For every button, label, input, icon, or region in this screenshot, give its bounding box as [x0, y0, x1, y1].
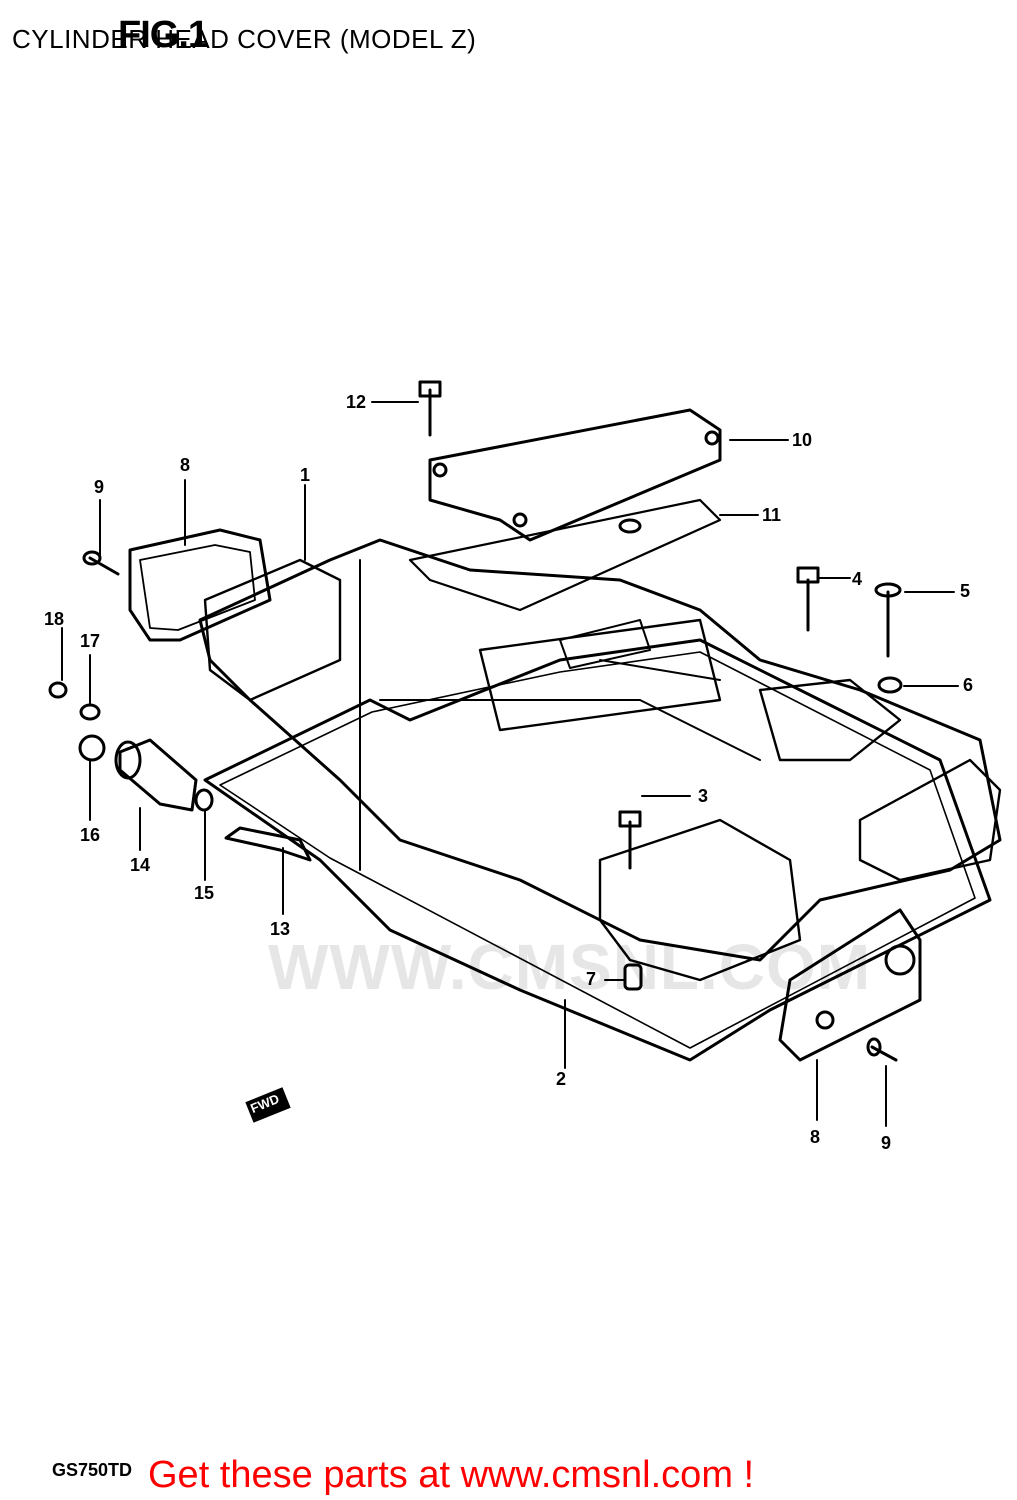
- callout-6: 6: [963, 675, 974, 695]
- inspection-cover: [428, 408, 722, 542]
- model-code: GS750TD: [52, 1460, 133, 1480]
- breather-pipe-13: [224, 826, 312, 862]
- callout-14: 14: [130, 855, 151, 875]
- cylinder-head-cover: [198, 538, 1002, 962]
- inspection-gasket: [408, 498, 722, 612]
- diagram-title: CYLINDER HEAD COVER (MODEL Z): [12, 24, 477, 54]
- callout-3: 3: [698, 786, 709, 806]
- callout-5: 5: [960, 581, 971, 601]
- end-cap-right: [778, 908, 922, 1062]
- watermark: WWW.CMSNL.COM: [268, 931, 872, 1003]
- callout-8-left: 8: [180, 455, 191, 475]
- callout-17: 17: [80, 631, 101, 651]
- head-cover-gasket-inner: [219, 651, 976, 1049]
- end-cap-left: [128, 528, 272, 642]
- washer-6: [877, 676, 903, 694]
- promo-link[interactable]: Get these parts at www.cmsnl.com !: [148, 1454, 755, 1496]
- oring-15: [194, 788, 214, 812]
- screw-9-left: [88, 556, 120, 576]
- callout-2: 2: [556, 1069, 567, 1089]
- callout-12: 12: [346, 392, 367, 412]
- seal-16: [78, 734, 106, 762]
- callout-16: 16: [80, 825, 101, 845]
- head-cover-gasket: [203, 638, 992, 1062]
- callout-4: 4: [852, 569, 863, 589]
- callout-9-right: 9: [881, 1133, 892, 1153]
- callout-7: 7: [586, 969, 597, 989]
- callout-10: 10: [792, 430, 813, 450]
- screw-9-right: [870, 1045, 898, 1062]
- callout-13: 13: [270, 919, 291, 939]
- callout-8-right: 8: [810, 1127, 821, 1147]
- callout-9-left: 9: [94, 477, 105, 497]
- callout-18: 18: [44, 609, 65, 629]
- washer-17: [79, 703, 101, 721]
- dowel-7: [623, 963, 643, 991]
- callout-15: 15: [194, 883, 215, 903]
- screw-18: [48, 681, 68, 699]
- callout-1: 1: [300, 465, 311, 485]
- figure-label: FIG.1: [118, 14, 209, 56]
- callout-11: 11: [762, 505, 782, 525]
- tachometer-gear-14: [118, 738, 198, 812]
